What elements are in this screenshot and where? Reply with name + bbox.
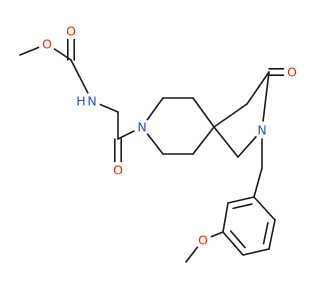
atom-o-lactam: O bbox=[283, 63, 300, 81]
single-bond bbox=[213, 126, 239, 158]
atom-label-background bbox=[83, 92, 101, 110]
single-bond bbox=[246, 71, 270, 105]
double-bond-inner bbox=[232, 203, 253, 210]
single-bond bbox=[222, 202, 229, 233]
atom-o-amide: O bbox=[109, 161, 127, 179]
atom-symbol: O bbox=[66, 24, 76, 39]
double-bond-inner bbox=[262, 221, 269, 245]
single-bond bbox=[192, 126, 215, 155]
atom-label-background bbox=[73, 94, 87, 108]
atom-n-carbamate: NH bbox=[73, 92, 101, 110]
atom-symbol: O bbox=[42, 37, 52, 52]
atom-label-background bbox=[62, 22, 80, 40]
single-bond bbox=[253, 167, 263, 198]
atom-label-background bbox=[194, 231, 212, 249]
atom-n-pip: N bbox=[133, 118, 151, 136]
atom-label-background bbox=[283, 63, 300, 81]
single-bond bbox=[253, 196, 276, 221]
atom-label-background bbox=[38, 35, 56, 53]
atom-symbol: N bbox=[137, 120, 146, 135]
single-bond bbox=[227, 196, 255, 204]
single-bond bbox=[213, 103, 248, 128]
atom-label-background bbox=[109, 161, 127, 179]
atom-symbol: N bbox=[87, 94, 96, 109]
atom-o-methoxy: O bbox=[194, 231, 212, 249]
single-bond bbox=[268, 219, 276, 250]
atom-symbol: O bbox=[198, 233, 208, 248]
single-bond bbox=[222, 231, 244, 256]
single-bond bbox=[261, 71, 270, 131]
atom-label-background bbox=[253, 121, 271, 139]
atom-o-ester: O bbox=[38, 35, 56, 53]
bond-layer bbox=[19, 30, 293, 263]
double-bond-inner bbox=[229, 230, 246, 249]
atom-hydrogen: H bbox=[76, 94, 85, 109]
atom-symbol: O bbox=[287, 65, 297, 80]
atom-label-background bbox=[133, 118, 151, 136]
atom-o-carbonyl1: O bbox=[62, 22, 80, 40]
atom-symbol: N bbox=[257, 123, 266, 138]
atom-n-lactam: N bbox=[253, 121, 271, 139]
single-bond bbox=[242, 248, 270, 256]
single-bond bbox=[192, 97, 215, 128]
atom-symbol: O bbox=[113, 163, 123, 178]
